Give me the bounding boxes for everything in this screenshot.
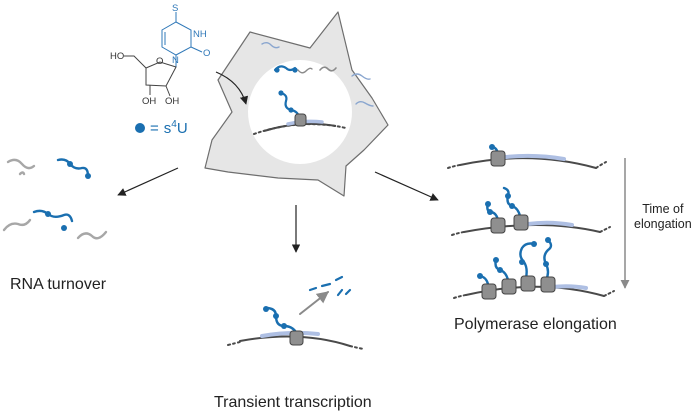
s4u-dot bbox=[67, 161, 73, 167]
legend-u: U bbox=[177, 120, 188, 137]
polymerase bbox=[501, 278, 517, 295]
cyto-rna bbox=[261, 42, 280, 49]
s4u-dot bbox=[273, 313, 279, 319]
nuclear-rna bbox=[273, 65, 297, 72]
oh-3prime: OH bbox=[142, 96, 156, 107]
transient-transcription-label: Transient transcription bbox=[214, 394, 372, 411]
polymerase bbox=[490, 150, 506, 167]
s4u-dot bbox=[278, 90, 284, 96]
cyto-rna bbox=[355, 101, 374, 107]
s4u-dot bbox=[509, 203, 515, 209]
cyto-rna bbox=[351, 73, 371, 80]
n1-atom: N bbox=[172, 55, 179, 66]
gene bbox=[603, 290, 615, 297]
gene bbox=[459, 157, 597, 169]
legend-s: s bbox=[164, 120, 172, 137]
s4u-dot bbox=[288, 107, 294, 113]
time-of-elongation-label: Time of elongation bbox=[634, 202, 692, 232]
nascent-rna bbox=[519, 242, 536, 280]
degrading-rna bbox=[308, 275, 352, 297]
s4u-dot bbox=[487, 209, 493, 215]
nascent-rna bbox=[279, 91, 302, 121]
gene bbox=[463, 224, 601, 233]
polymerase bbox=[490, 217, 506, 234]
arrow-to-turnover bbox=[117, 167, 179, 196]
s4u-dot bbox=[477, 273, 483, 279]
rna-turnover-label: RNA turnover bbox=[10, 276, 107, 293]
s4u-dot bbox=[292, 67, 298, 73]
sulfur-atom: S bbox=[172, 3, 178, 14]
gene bbox=[447, 164, 461, 169]
polymerase bbox=[513, 214, 529, 231]
s4u-dot bbox=[519, 259, 525, 265]
polymerase bbox=[289, 330, 304, 346]
uptake-arrow bbox=[215, 71, 249, 105]
s4u-dot bbox=[85, 173, 91, 179]
nascent-rna bbox=[264, 306, 300, 338]
legend-equals: = bbox=[150, 120, 159, 137]
polymerase bbox=[520, 275, 536, 292]
transcribed-region bbox=[504, 153, 566, 161]
legend-label: = s4U bbox=[150, 119, 188, 137]
nh-group: NH bbox=[193, 29, 207, 40]
s4u-dot bbox=[531, 241, 537, 247]
s4u-dot bbox=[543, 261, 549, 267]
s4u-dot bbox=[545, 237, 551, 243]
s4u-dot bbox=[274, 67, 280, 73]
gene bbox=[227, 341, 241, 346]
s4u-dot bbox=[263, 306, 269, 312]
new-rna bbox=[56, 158, 90, 178]
transcribed-region bbox=[550, 284, 588, 290]
arrow-to-elongation bbox=[374, 171, 439, 201]
old-rna bbox=[76, 230, 108, 240]
gene bbox=[451, 231, 465, 236]
s4u-dot bbox=[505, 193, 511, 199]
elongation-panel bbox=[447, 145, 615, 299]
gene bbox=[595, 161, 607, 169]
oh-2prime: OH bbox=[165, 96, 179, 107]
s4u-dot bbox=[485, 201, 491, 207]
nuclear-rna bbox=[319, 66, 337, 72]
ring-oxygen: O bbox=[156, 56, 163, 67]
s4u-dot bbox=[497, 267, 503, 273]
ho-5prime: HO bbox=[110, 51, 124, 62]
decay-arrow bbox=[299, 291, 329, 315]
s4u-dot bbox=[45, 211, 51, 217]
cyto-rna bbox=[297, 67, 313, 74]
polymerase bbox=[540, 276, 556, 293]
s4u-dot bbox=[281, 323, 287, 329]
time-of-line: Time of bbox=[642, 202, 684, 216]
elongation-line: elongation bbox=[634, 217, 692, 231]
gene bbox=[453, 294, 467, 299]
new-rna bbox=[32, 209, 74, 223]
polymerase bbox=[294, 113, 307, 127]
nascent-rna bbox=[502, 186, 522, 218]
polymerase bbox=[481, 283, 497, 300]
nascent-rna bbox=[543, 238, 553, 282]
gene bbox=[349, 345, 365, 350]
carbonyl-o: O bbox=[203, 48, 210, 59]
legend-dot bbox=[135, 123, 145, 133]
transcribed-region bbox=[526, 220, 574, 227]
old-rna bbox=[6, 158, 36, 170]
old-rna bbox=[2, 218, 32, 232]
s4u-dot bbox=[493, 257, 499, 263]
old-rna bbox=[18, 171, 26, 176]
nucleus bbox=[248, 60, 352, 164]
polymerase-elongation-label: Polymerase elongation bbox=[454, 316, 617, 333]
gene bbox=[599, 226, 611, 233]
s4u-dot bbox=[489, 144, 495, 150]
legend-sup: 4 bbox=[171, 119, 177, 130]
rna-turnover-panel bbox=[2, 158, 108, 240]
s4u-dot bbox=[61, 225, 67, 231]
s4u-molecule bbox=[124, 12, 203, 97]
